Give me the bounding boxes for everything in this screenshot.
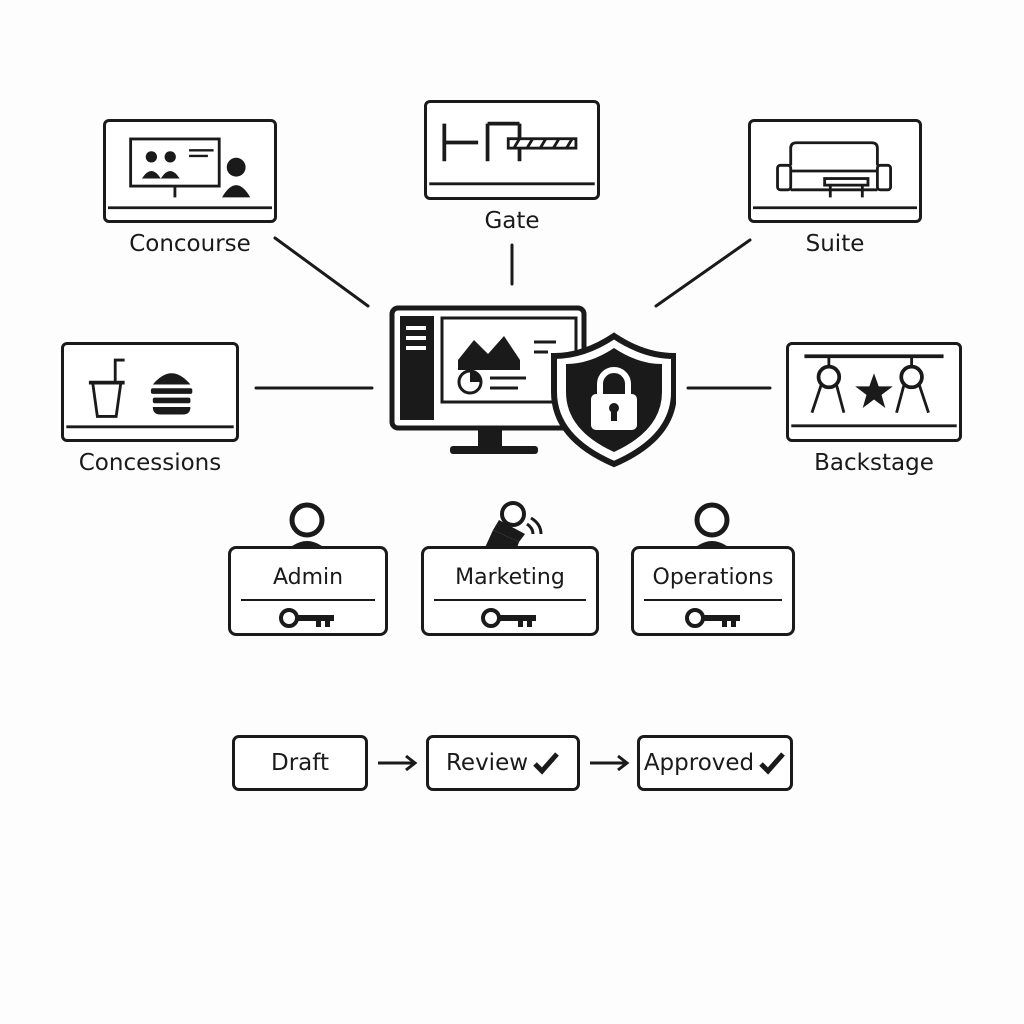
person-icon	[278, 502, 336, 560]
zone-panel	[748, 119, 922, 223]
workflow-step-draft[interactable]: Draft	[232, 735, 368, 791]
zone-label-concourse: Concourse	[129, 231, 251, 257]
key-icon	[685, 608, 740, 628]
role-card-operations[interactable]: Operations	[631, 500, 795, 638]
checkmark-icon	[532, 750, 560, 776]
turnstile-barrier-icon	[429, 121, 595, 186]
zone-panel	[61, 342, 239, 442]
zone-gate: Gate	[424, 100, 600, 234]
zone-panel	[103, 119, 277, 223]
zone-label-gate: Gate	[484, 208, 540, 234]
role-divider	[644, 599, 782, 601]
step-label: Approved	[643, 750, 755, 776]
drink-burger-icon	[66, 358, 234, 429]
zone-label-backstage: Backstage	[814, 450, 934, 476]
security-shield-lock-icon	[551, 332, 676, 468]
connector-concourse	[273, 236, 370, 308]
sofa-lounge-icon	[753, 141, 917, 210]
step-label: Review	[445, 750, 529, 776]
role-box: Admin	[228, 546, 388, 636]
presentation-audience-icon	[108, 137, 272, 210]
step-label: Draft	[271, 750, 329, 776]
key-icon	[481, 608, 536, 628]
zone-panel	[424, 100, 600, 200]
central-hub	[386, 300, 676, 470]
zone-suite: Suite	[748, 119, 922, 257]
stage-spotlights-icon	[791, 354, 957, 428]
workflow-step-review[interactable]: Review	[426, 735, 580, 791]
role-divider	[434, 599, 586, 601]
monitor-dashboard-icon	[389, 305, 676, 468]
role-card-marketing[interactable]: Marketing	[421, 500, 599, 638]
role-label-marketing: Marketing	[455, 565, 565, 590]
zone-backstage: Backstage	[786, 342, 962, 476]
zone-label-suite: Suite	[805, 231, 865, 257]
role-box: Operations	[631, 546, 795, 636]
workflow-step-approved[interactable]: Approved	[637, 735, 793, 791]
key-icon	[279, 608, 334, 628]
role-divider	[241, 599, 375, 601]
role-label-operations: Operations	[652, 565, 774, 590]
role-card-admin[interactable]: Admin	[228, 500, 388, 638]
zone-concourse: Concourse	[103, 119, 277, 257]
connector-suite	[654, 238, 752, 308]
zone-concessions: Concessions	[61, 342, 239, 476]
checkmark-icon	[758, 750, 786, 776]
zone-label-concessions: Concessions	[78, 450, 222, 476]
arrow-right-icon	[376, 753, 418, 773]
role-label-admin: Admin	[272, 565, 344, 590]
role-box: Marketing	[421, 546, 599, 636]
arrow-right-icon	[588, 753, 630, 773]
zone-panel	[786, 342, 962, 442]
